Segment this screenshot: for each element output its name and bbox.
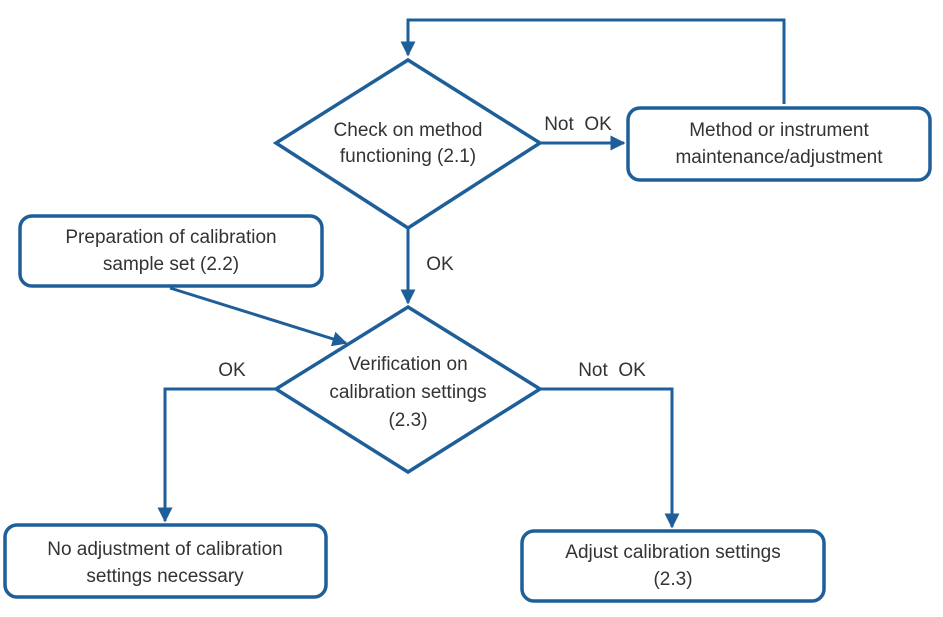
preparation-label-line1: Preparation of calibration	[65, 227, 276, 248]
verification-label-line1: Verification on	[348, 354, 467, 375]
edge-verification-to-no-adjustment	[157, 387, 276, 523]
maintenance-label-line1: Method or instrument	[689, 120, 869, 141]
adjust-label-line2: (2.3)	[653, 569, 692, 590]
edge-label-verify-not-ok: Not OK	[578, 360, 646, 381]
edge-verification-to-adjust	[540, 387, 680, 529]
check-method-label-line1: Check on method	[334, 120, 483, 141]
maintenance-box	[626, 106, 932, 182]
no-adjustment-label-line2: settings necessary	[86, 566, 244, 587]
verification-diamond	[272, 304, 544, 475]
edge-label-verify-ok: OK	[218, 360, 246, 381]
preparation-label-line2: sample set (2.2)	[103, 254, 239, 275]
edge-loop-back	[400, 18, 786, 104]
no-adjustment-box	[3, 523, 328, 599]
verification-label-line2: calibration settings	[329, 382, 486, 403]
adjust-label-line1: Adjust calibration settings	[565, 542, 780, 563]
adjust-box	[520, 529, 826, 603]
maintenance-label-line2: maintenance/adjustment	[675, 147, 883, 168]
check-method-label-line2: functioning (2.1)	[340, 146, 476, 167]
edge-label-check-not-ok: Not OK	[544, 114, 612, 135]
edge-preparation-to-verification	[169, 286, 348, 347]
verification-label-line3: (2.3)	[388, 410, 427, 431]
check-method-diamond	[272, 57, 544, 231]
no-adjustment-label-line1: No adjustment of calibration	[47, 539, 283, 560]
preparation-box	[18, 214, 324, 288]
edge-label-check-ok: OK	[426, 254, 454, 275]
